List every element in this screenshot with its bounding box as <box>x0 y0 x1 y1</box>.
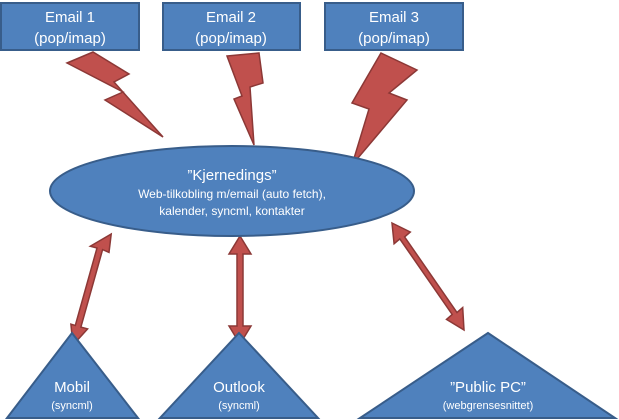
client-outlook-subtitle: (syncml) <box>218 400 260 412</box>
email-box-2-subtitle: (pop/imap) <box>195 30 267 47</box>
email-box-3-title: Email 3 <box>369 9 419 26</box>
email-box-3: Email 3 (pop/imap) <box>324 2 464 51</box>
email-box-1-title: Email 1 <box>45 9 95 26</box>
client-public-pc-subtitle: (webgrensesnittet) <box>443 400 534 412</box>
client-outlook-title: Outlook <box>213 379 265 396</box>
lightning-bolt-email-3 <box>350 52 419 166</box>
client-mobil: Mobil (syncml) <box>4 331 141 419</box>
arrow-core-mobil <box>70 232 113 347</box>
email-box-2-title: Email 2 <box>206 9 256 26</box>
core-line-1: Web-tilkobling m/email (auto fetch), <box>138 187 326 201</box>
lightning-bolt-email-1 <box>65 51 164 138</box>
lightning-bolt-email-2 <box>225 52 264 146</box>
client-public-pc-title: ”Public PC” <box>450 379 526 396</box>
client-mobil-subtitle: (syncml) <box>51 400 93 412</box>
client-mobil-title: Mobil <box>54 379 90 396</box>
client-outlook: Outlook (syncml) <box>157 331 321 419</box>
client-public-pc: ”Public PC” (webgrensesnittet) <box>356 331 619 419</box>
email-box-1-subtitle: (pop/imap) <box>34 30 106 47</box>
core-title: ”Kjernedings” <box>187 167 276 184</box>
email-box-1: Email 1 (pop/imap) <box>0 2 140 51</box>
email-box-2: Email 2 (pop/imap) <box>162 2 301 51</box>
arrow-core-public-pc <box>391 221 465 332</box>
arrow-core-outlook <box>227 234 253 346</box>
core-ellipse: ”Kjernedings” Web-tilkobling m/email (au… <box>49 145 415 237</box>
email-box-3-subtitle: (pop/imap) <box>358 30 430 47</box>
core-line-2: kalender, syncml, kontakter <box>159 204 304 218</box>
